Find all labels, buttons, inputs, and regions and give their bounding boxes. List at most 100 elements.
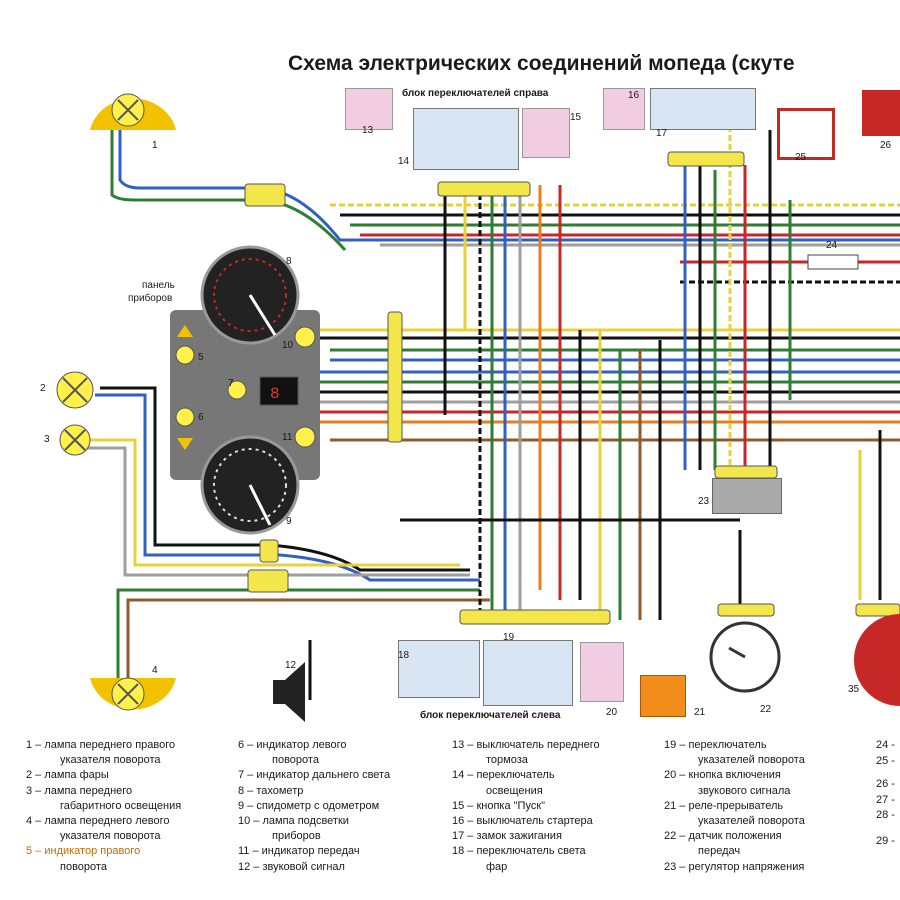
upper-harness <box>330 203 900 284</box>
instrument-panel-label-line1: панель <box>142 280 175 291</box>
parking-lamp-icon <box>59 424 91 456</box>
component-number: 13 <box>362 125 374 136</box>
legend-item: 14 – переключатель <box>452 769 555 782</box>
legend-item: 9 – спидометр с одометром <box>238 799 380 812</box>
component-number: 4 <box>152 665 158 676</box>
front-right-turn-lamp-icon <box>90 93 176 130</box>
voltage-regulator <box>712 478 782 514</box>
component-number: 12 <box>285 660 297 671</box>
component-number: 35 <box>848 684 860 695</box>
legend-item: 1 – лампа переднего правого <box>26 739 176 751</box>
component-number: 10 <box>282 340 294 351</box>
legend-item: звукового сигнала <box>698 784 791 797</box>
legend-item: тормоза <box>486 754 528 767</box>
diagram-title: Схема электрических соединений мопеда (с… <box>288 52 795 75</box>
legend-item: приборов <box>272 830 321 843</box>
vertical-wires <box>400 90 882 620</box>
legend-column-5: 24 - 25 - 26 - 27 - 28 - 29 - <box>876 738 895 850</box>
legend-item: освещения <box>486 784 543 797</box>
main-harness <box>200 328 900 442</box>
legend-item: габаритного освещения <box>60 799 182 812</box>
legend-item: указателя поворота <box>60 754 161 767</box>
component-number: 3 <box>44 434 50 445</box>
legend-item: 16 – выключатель стартера <box>452 815 593 828</box>
lighting-switch <box>413 108 519 170</box>
legend-item: 26 - <box>876 778 895 791</box>
svg-text:8: 8 <box>270 385 280 403</box>
legend-item: указателя поворота <box>60 830 161 843</box>
legend-column-2: 6 – индикатор левого поворота 7 – индика… <box>238 738 390 875</box>
legend-item: указателей поворота <box>698 815 805 828</box>
component-number: 22 <box>760 704 772 715</box>
component-number: 16 <box>628 90 640 101</box>
legend-item: 10 – лампа подсветки <box>238 815 349 828</box>
legend-item: 21 – реле-прерыватель <box>664 799 784 812</box>
legend-item: 24 - <box>876 739 895 751</box>
legend-item: поворота <box>272 754 319 767</box>
legend-item: 6 – индикатор левого <box>238 739 347 751</box>
left-switch-block-label: блок переключателей слева <box>420 710 561 721</box>
legend-column-1: 1 – лампа переднего правого указателя по… <box>26 738 181 875</box>
connectors <box>244 151 900 625</box>
legend-column-3: 13 – выключатель переднего тормоза 14 – … <box>452 738 600 875</box>
front-left-turn-lamp-icon <box>90 677 176 711</box>
legend-item: 2 – лампа фары <box>26 769 109 782</box>
component-number: 19 <box>503 632 515 643</box>
headlight-switch <box>398 640 480 698</box>
component-number: 7 <box>228 378 234 389</box>
legend-item: 4 – лампа переднего левого <box>26 815 170 828</box>
legend-item: 27 - <box>876 793 895 806</box>
component-number: 8 <box>286 256 292 267</box>
generator-icon <box>854 614 900 706</box>
turn-signal-switch <box>483 640 573 706</box>
legend-item: 23 – регулятор напряжения <box>664 860 805 873</box>
start-button <box>522 108 570 158</box>
legend-item: 18 – переключатель света <box>452 845 586 858</box>
instrument-panel: 8 <box>170 245 320 535</box>
component-number: 2 <box>40 383 46 394</box>
legend-item: 29 - <box>876 834 895 847</box>
component-number: 20 <box>606 707 618 718</box>
legend-item: передач <box>698 845 741 858</box>
component-number: 5 <box>198 352 204 363</box>
component-number: 1 <box>152 140 158 151</box>
legend-item: указателей поворота <box>698 754 805 767</box>
legend-item: 15 – кнопка "Пуск" <box>452 799 546 812</box>
component-number: 14 <box>398 156 410 167</box>
component-number: 9 <box>286 516 292 527</box>
horn-icon <box>273 662 305 722</box>
starter-relay <box>777 108 835 160</box>
legend-item: 12 – звуковой сигнал <box>238 860 345 873</box>
legend-item: 8 – тахометр <box>238 784 304 797</box>
component-number: 23 <box>698 496 710 507</box>
battery <box>862 90 900 136</box>
gear-position-sensor-icon <box>709 621 781 693</box>
legend-item: 11 – индикатор передач <box>238 845 360 858</box>
starter-switch <box>603 88 645 130</box>
legend-item: 20 – кнопка включения <box>664 769 781 782</box>
horn-button <box>580 642 624 702</box>
legend-item: 22 – датчик положения <box>664 830 782 843</box>
legend-item: 13 – выключатель переднего <box>452 739 600 751</box>
component-number: 24 <box>826 240 838 251</box>
legend-item: поворота <box>60 860 107 873</box>
component-number: 25 <box>795 152 807 163</box>
legend-item: 17 – замок зажигания <box>452 830 562 843</box>
legend-item: 3 – лампа переднего <box>26 784 133 797</box>
headlight-lamp-icon <box>56 371 94 409</box>
component-number: 15 <box>570 112 582 123</box>
component-number: 6 <box>198 412 204 423</box>
right-switch-block-label: блок переключателей справа <box>402 88 549 99</box>
ignition-lock <box>650 88 756 130</box>
component-number: 18 <box>398 650 410 661</box>
component-number: 26 <box>880 140 892 151</box>
component-number: 21 <box>694 707 706 718</box>
legend-item: 7 – индикатор дальнего света <box>238 769 391 782</box>
legend-item: фар <box>486 860 508 873</box>
component-number: 17 <box>656 128 668 139</box>
legend-item: 25 - <box>876 754 895 767</box>
fuse <box>807 254 859 270</box>
component-number: 11 <box>282 432 293 443</box>
